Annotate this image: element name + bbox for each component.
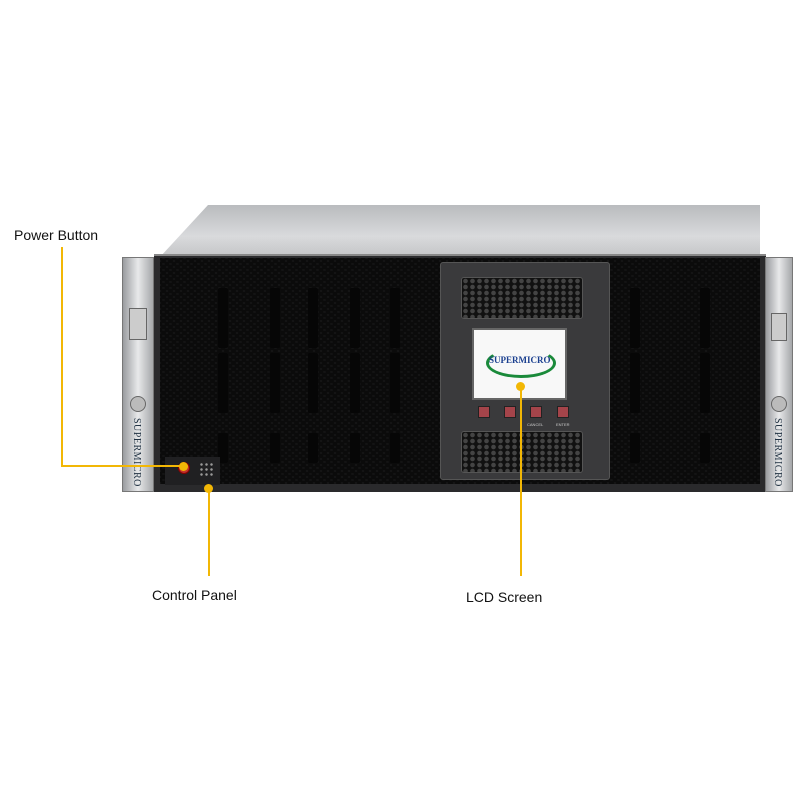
left-rack-handle[interactable]: SUPERMICRO [122,257,154,492]
enter-button[interactable] [557,406,569,418]
drive-slot [270,353,280,413]
cancel-label: CANCEL [527,422,544,427]
drive-slot [270,288,280,348]
drive-slot [630,288,640,348]
drive-slot [630,353,640,413]
lcd-logo: SUPERMICRO [489,355,551,365]
drive-slot [390,433,400,463]
lcd-module [440,262,610,480]
latch-icon [771,313,787,341]
callout-dot [179,462,188,471]
arrow-up-icon[interactable] [478,406,490,418]
cancel-button[interactable] [530,406,542,418]
callout-line [208,488,210,576]
control-panel [165,457,220,485]
callout-label-power: Power Button [14,227,99,243]
logo-swoosh [486,348,556,378]
drive-slot [700,353,710,413]
drive-slot [390,288,400,348]
thumbscrew-icon [771,396,787,412]
status-leds [199,462,213,478]
drive-slot [390,353,400,413]
top-vent [461,277,583,319]
callout-line [520,388,522,576]
latch-icon [129,308,147,340]
drive-slot [218,288,228,348]
handle-brand: SUPERMICRO [131,418,142,487]
chassis-top [160,205,760,257]
callout-label-control: Control Panel [152,587,237,603]
drive-slot [350,288,360,348]
drive-slot [308,433,318,463]
callout-dot [516,382,525,391]
drive-slot [350,353,360,413]
callout-line [61,465,183,467]
drive-slot [218,353,228,413]
enter-label: ENTER [556,422,570,427]
callout-line [61,247,63,466]
bottom-vent [461,431,583,473]
drive-slot [630,433,640,463]
drive-slot [700,288,710,348]
drive-slot [218,433,228,463]
drive-slot [350,433,360,463]
thumbscrew-icon [130,396,146,412]
right-rack-handle[interactable]: SUPERMICRO [765,257,793,492]
callout-dot [204,484,213,493]
drive-slot [700,433,710,463]
handle-brand: SUPERMICRO [772,418,783,487]
drive-slot [308,353,318,413]
drive-slot [308,288,318,348]
drive-slot [270,433,280,463]
arrow-down-icon[interactable] [504,406,516,418]
callout-label-lcd: LCD Screen [466,589,543,605]
